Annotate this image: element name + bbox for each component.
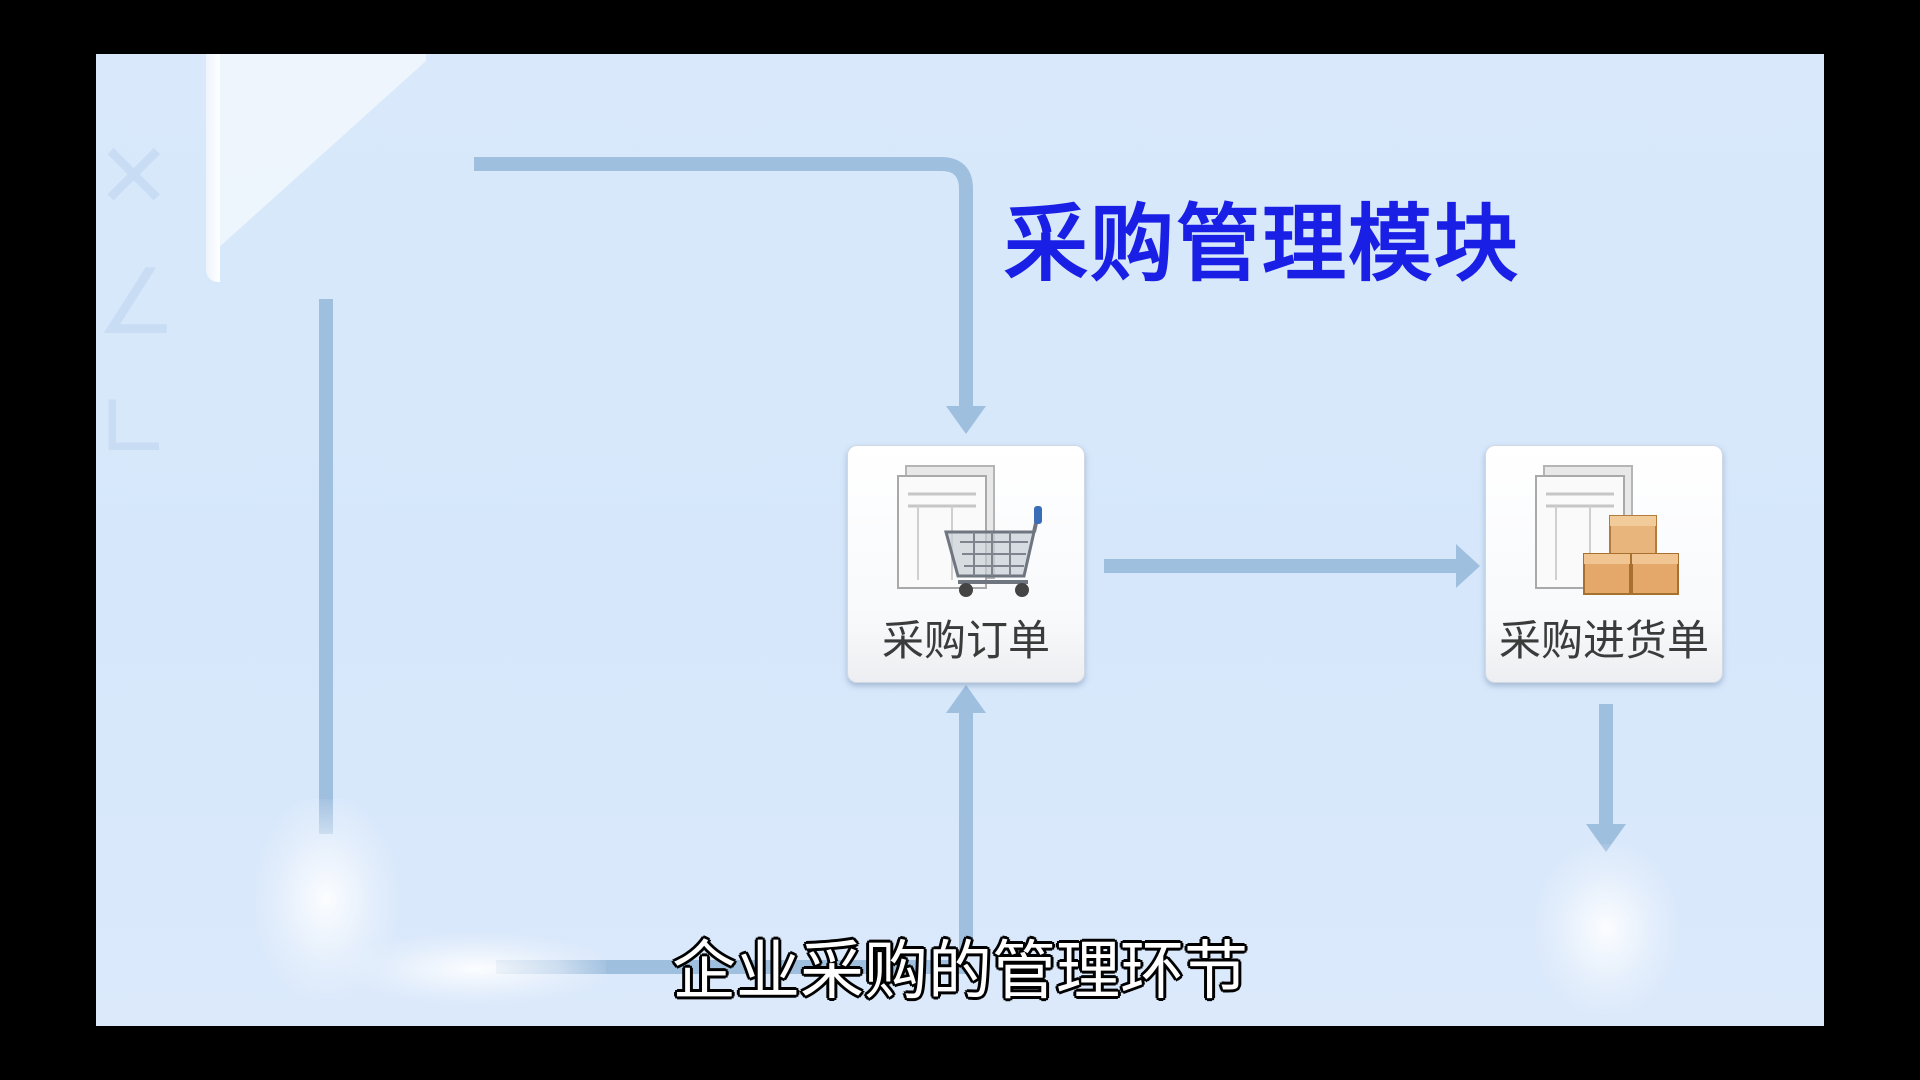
arrow-top-to-order <box>474 157 973 410</box>
fade-glow-bottom <box>346 934 606 1004</box>
module-title: 采购管理模块 <box>1004 195 1521 293</box>
order-cart-icon <box>897 465 1042 597</box>
video-subtitle: 企业采购的管理环节 <box>672 935 1248 1009</box>
purchase-order-label: 采购订单 <box>881 616 1050 665</box>
receipt-boxes-icon <box>1535 465 1679 595</box>
background-watermark: ✕∠∟ <box>96 124 177 481</box>
arrowhead-down-order <box>946 406 986 434</box>
diagram-canvas: ✕∠∟ 采购管理模块 <box>96 54 1824 1026</box>
paper-edge-decoration <box>206 54 220 282</box>
arrowhead-down-receipt <box>1586 824 1626 852</box>
purchase-receipt-label: 采购进货单 <box>1498 616 1709 665</box>
arrowhead-right-receipt <box>1456 544 1480 588</box>
arrowhead-up-order <box>946 685 986 713</box>
purchase-order-node[interactable]: 采购订单 <box>847 445 1085 683</box>
fade-glow-right <box>1536 844 1676 1014</box>
purchase-receipt-node[interactable]: 采购进货单 <box>1485 445 1723 683</box>
